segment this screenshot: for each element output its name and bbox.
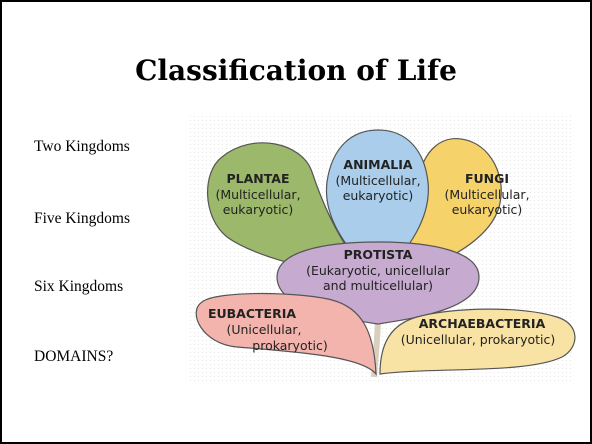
eubacteria-desc-2: prokaryotic) <box>252 338 327 353</box>
eubacteria-name: EUBACTERIA <box>208 306 296 321</box>
animalia-name: ANIMALIA <box>343 157 413 172</box>
side-item-two-kingdoms: Two Kingdoms <box>34 138 130 156</box>
plantae-desc-2: eukaryotic) <box>223 202 294 217</box>
fungi-name: FUNGI <box>465 171 509 186</box>
protista-desc-2: and multicellular) <box>323 278 433 293</box>
protista-desc-1: (Eukaryotic, unicellular <box>306 263 451 278</box>
side-item-six-kingdoms: Six Kingdoms <box>34 278 123 296</box>
side-item-five-kingdoms: Five Kingdoms <box>34 210 130 228</box>
animalia-desc-1: (Multicellular, <box>335 173 420 188</box>
fungi-desc-2: eukaryotic) <box>452 202 523 217</box>
archaebacteria-desc: (Unicellular, prokaryotic) <box>401 332 556 347</box>
kingdoms-diagram: PLANTAE (Multicellular, eukaryotic) ANIM… <box>182 112 582 392</box>
eubacteria-desc-1: (Unicellular, <box>226 322 301 337</box>
plantae-name: PLANTAE <box>226 171 289 186</box>
protista-name: PROTISTA <box>344 247 413 262</box>
fungi-desc-1: (Multicellular, <box>444 187 529 202</box>
animalia-desc-2: eukaryotic) <box>343 188 414 203</box>
side-item-domains: DOMAINS? <box>34 348 113 366</box>
archaebacteria-name: ARCHAEBACTERIA <box>419 316 546 331</box>
slide-title: Classification of Life <box>2 54 590 87</box>
plantae-desc-1: (Multicellular, <box>215 187 300 202</box>
